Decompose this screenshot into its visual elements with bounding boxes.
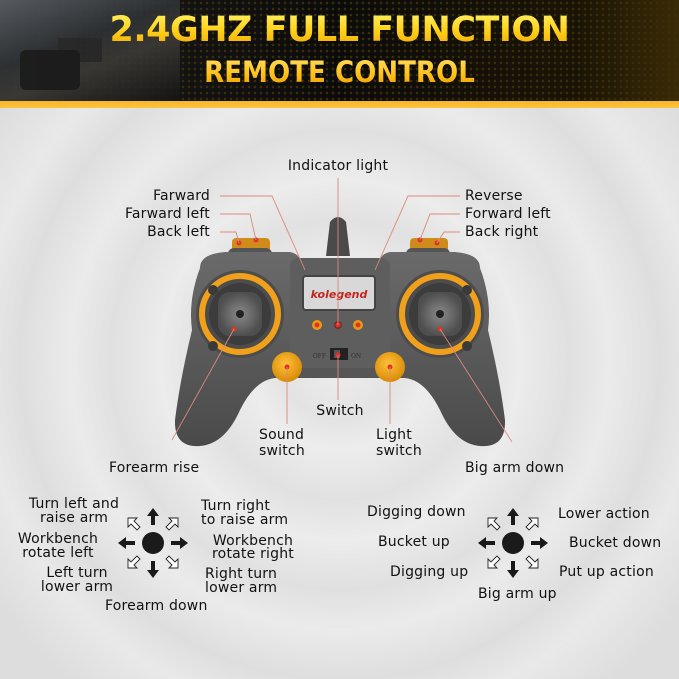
left-joystick [196,270,284,358]
label-farward-left: Farward left [124,206,210,222]
label-farward: Farward [153,188,210,204]
label-bucket-up: Bucket up [378,534,450,550]
title-line-2: REMOTE CONTROL [34,55,645,89]
label-forward-left: Forward left [465,206,551,222]
switch-off-label: OFF [313,353,326,360]
excavator-photo [0,0,180,104]
label-workbench-right-2: rotate right [212,546,294,562]
label-big-arm-up: Big arm up [478,586,557,602]
right-joystick [396,270,484,358]
label-left-turn-lower: Left turn [46,565,108,581]
label-turn-right-raise-2: to raise arm [201,512,289,528]
label-reverse: Reverse [465,188,523,204]
left-stick-direction-icon [118,508,188,578]
label-put-up-action: Put up action [559,564,654,580]
header-banner: 2.4GHZ FULL FUNCTION REMOTE CONTROL [0,0,679,104]
label-turn-left-raise: Turn left and [28,496,120,512]
brand-display [302,275,376,311]
label-switch: Switch [316,403,364,419]
label-workbench-right: Workbench [212,533,294,549]
antenna [326,217,350,256]
label-turn-right-raise: Turn right [201,498,271,514]
label-turn-left-raise-2: raise arm [39,510,109,526]
label-workbench-left-2: rotate left [22,545,94,561]
label-forearm-down: Forearm down [105,598,208,614]
label-back-right: Back right [465,224,539,240]
label-indicator-light: Indicator light [287,158,389,174]
label-left-turn-lower-2: lower arm [40,579,114,595]
switch-on-label: ON [351,353,361,360]
label-right-turn-lower: Right turn [205,566,278,582]
title-line-1: 2.4GHZ FULL FUNCTION [0,10,679,50]
brand-text: kolegend [311,288,368,301]
label-forearm-rise: Forearm rise [109,460,200,476]
label-sound-switch: switch [259,443,305,459]
label-bucket-down: Bucket down [569,535,662,551]
label-digging-up: Digging up [390,564,469,580]
label-lower-action: Lower action [558,506,650,522]
label-light-switch: switch [376,443,422,459]
label-big-arm-down: Big arm down [465,460,565,476]
label-light: Light [376,427,412,443]
label-workbench-left: Workbench [17,531,99,547]
label-digging-down: Digging down [367,504,466,520]
label-sound: Sound [259,427,305,443]
right-stick-direction-icon [478,508,548,578]
label-right-turn-lower-2: lower arm [205,580,278,596]
header-stripe [0,101,679,108]
label-back-left: Back left [147,224,210,240]
